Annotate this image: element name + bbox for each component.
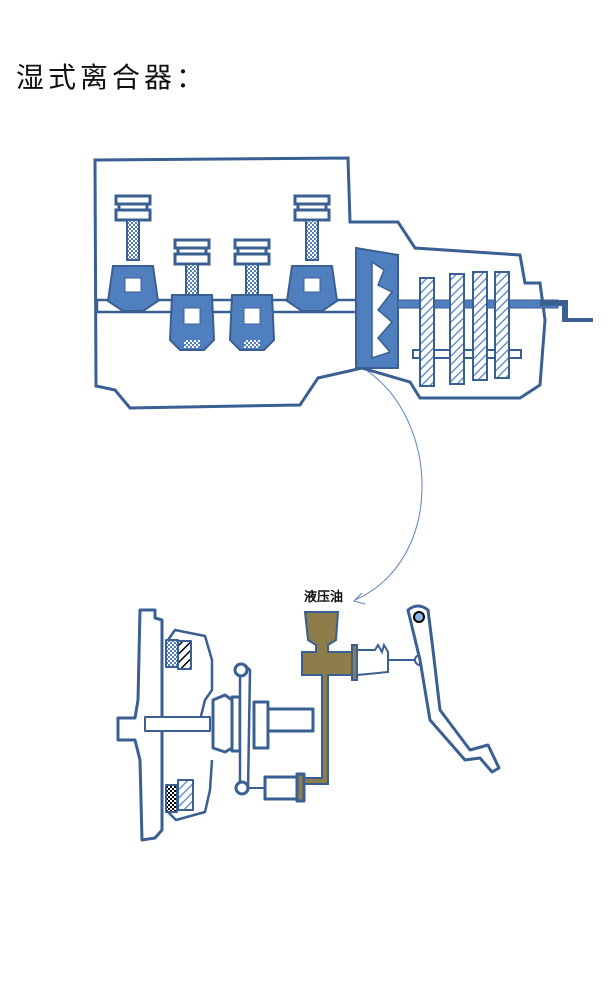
clutch-pedal [406, 604, 501, 774]
pivot-icon [413, 611, 425, 623]
cylinder-4 [285, 194, 339, 312]
release-fork [238, 663, 252, 792]
master-cylinder [301, 611, 426, 785]
hydraulic-oil-label: 液压油 [304, 590, 344, 605]
input-shaft [144, 716, 211, 732]
oil-reservoir [301, 611, 353, 785]
cylinder-3 [228, 238, 276, 351]
cylinder-2 [168, 238, 216, 351]
cylinder-1 [106, 194, 160, 312]
output-shaft [540, 300, 593, 322]
gears [419, 271, 510, 387]
clutch-assembly [116, 608, 315, 842]
flywheel [116, 608, 164, 842]
pointer-arrow [354, 369, 423, 601]
release-bearing [211, 693, 234, 754]
engine [93, 156, 593, 410]
slave-cylinder [263, 775, 299, 801]
page-title: 湿式离合器： [16, 61, 209, 94]
